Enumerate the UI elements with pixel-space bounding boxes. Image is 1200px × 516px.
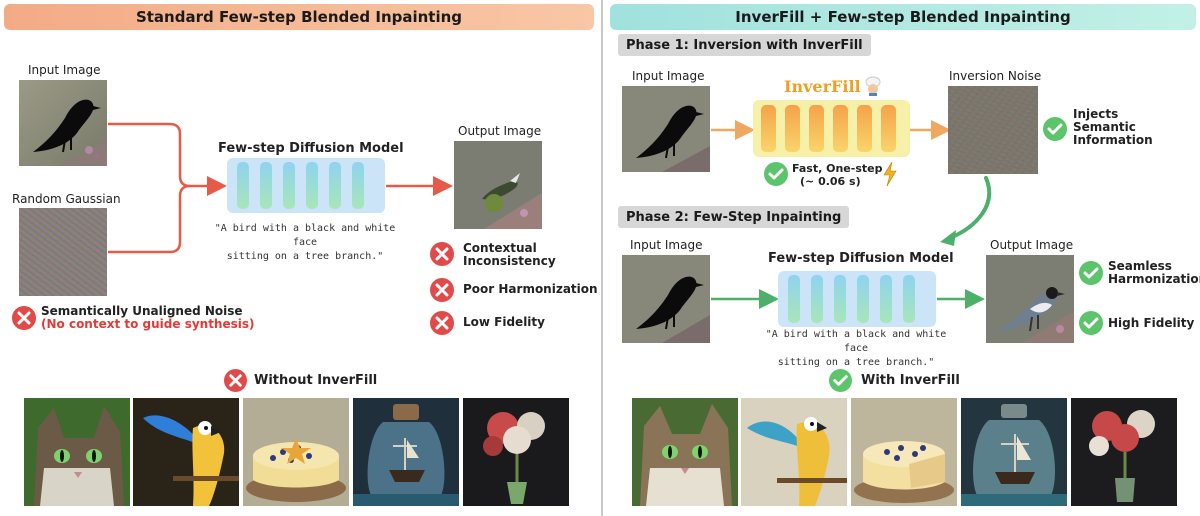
benefit-fidelity: High Fidelity — [1079, 311, 1199, 337]
right-output-label: Output Image — [990, 238, 1074, 252]
left-model-title: Few-step Diffusion Model — [218, 141, 404, 156]
left-diffusion-model — [227, 158, 385, 213]
check-icon — [1043, 117, 1067, 141]
inverfill-logo: InverFill — [784, 76, 894, 99]
fast-line1: Fast, One-step — [792, 162, 883, 175]
inversion-noise-label: Inversion Noise — [949, 69, 1042, 83]
without-inverfill-heading: Without InverFill — [224, 369, 384, 393]
right-diffusion-model — [778, 271, 936, 327]
left-prompt-caption: "A bird with a black and white face sitt… — [214, 223, 396, 262]
gallery-parrot-without — [133, 398, 239, 506]
inversion-noise-image — [948, 86, 1038, 174]
with-inverfill-heading: With InverFill — [829, 369, 979, 393]
gallery-title: With InverFill — [861, 373, 960, 388]
inverfill-model — [753, 100, 910, 157]
issue-label: Poor Harmonization — [463, 282, 598, 296]
right-banner: InverFill + Few-step Blended Inpainting — [610, 4, 1196, 30]
left-input-image — [19, 80, 107, 166]
right-input-label: Input Image — [632, 69, 705, 83]
gallery-cat-with — [632, 398, 738, 506]
right-prompt-caption: "A bird with a black and white face sitt… — [765, 329, 947, 368]
left-banner: Standard Few-step Blended Inpainting — [4, 4, 594, 30]
gallery-title: Without InverFill — [254, 373, 378, 388]
random-gaussian-noise — [19, 208, 107, 296]
cross-icon — [430, 278, 454, 302]
check-icon — [1079, 261, 1103, 285]
fast-one-step: Fast, One-step (~ 0.06 s) — [764, 161, 904, 191]
check-icon — [829, 369, 852, 392]
cross-icon — [12, 306, 36, 330]
gallery-parrot-with — [741, 398, 847, 506]
gallery-ship-with — [961, 398, 1067, 506]
left-input-label: Input Image — [28, 63, 101, 77]
benefit-label: Seamless Harmonization — [1108, 259, 1200, 286]
cross-icon — [430, 242, 454, 266]
right-connector-arrows — [711, 120, 985, 309]
check-icon — [764, 162, 788, 186]
curved-arrow-icon — [940, 176, 992, 246]
gallery-flower-without — [463, 398, 569, 506]
check-icon — [1079, 311, 1103, 335]
issue-label: Low Fidelity — [463, 315, 545, 329]
gallery-flower-with — [1071, 398, 1177, 506]
right-input-label-2: Input Image — [630, 238, 703, 252]
lightning-icon — [883, 162, 897, 186]
phase2-label: Phase 2: Few-Step Inpainting — [618, 206, 850, 228]
right-output-image — [986, 255, 1074, 343]
chef-icon — [865, 76, 881, 96]
noise-issue-title: Semantically Unaligned Noise — [41, 304, 243, 318]
issue-label: Contextual Inconsistency — [463, 241, 556, 268]
injects-text: Injects Semantic Information — [1073, 107, 1153, 147]
cross-icon — [224, 369, 247, 392]
noise-issue-note: (No context to guide synthesis) — [41, 317, 255, 331]
right-input-image-2 — [622, 255, 710, 343]
gallery-cat-without — [24, 398, 130, 506]
gallery-cake-with — [851, 398, 957, 506]
right-model-title: Few-step Diffusion Model — [768, 251, 954, 266]
benefit-harmonization: Seamless Harmonization — [1079, 259, 1200, 289]
noise-label: Random Gaussian — [12, 192, 121, 206]
cross-icon — [430, 311, 454, 335]
phase1-label: Phase 1: Inversion with InverFill — [618, 34, 871, 56]
gallery-ship-without — [353, 398, 459, 506]
left-connector-arrows — [108, 122, 453, 254]
panel-divider — [601, 0, 603, 516]
right-input-image-1 — [622, 86, 710, 172]
left-output-image — [454, 141, 542, 229]
benefit-label: High Fidelity — [1108, 316, 1195, 330]
gallery-cake-without — [243, 398, 349, 506]
fast-line2: (~ 0.06 s) — [800, 175, 861, 188]
left-output-label: Output Image — [458, 124, 542, 138]
injects-semantic: Injects Semantic Information — [1043, 108, 1193, 150]
